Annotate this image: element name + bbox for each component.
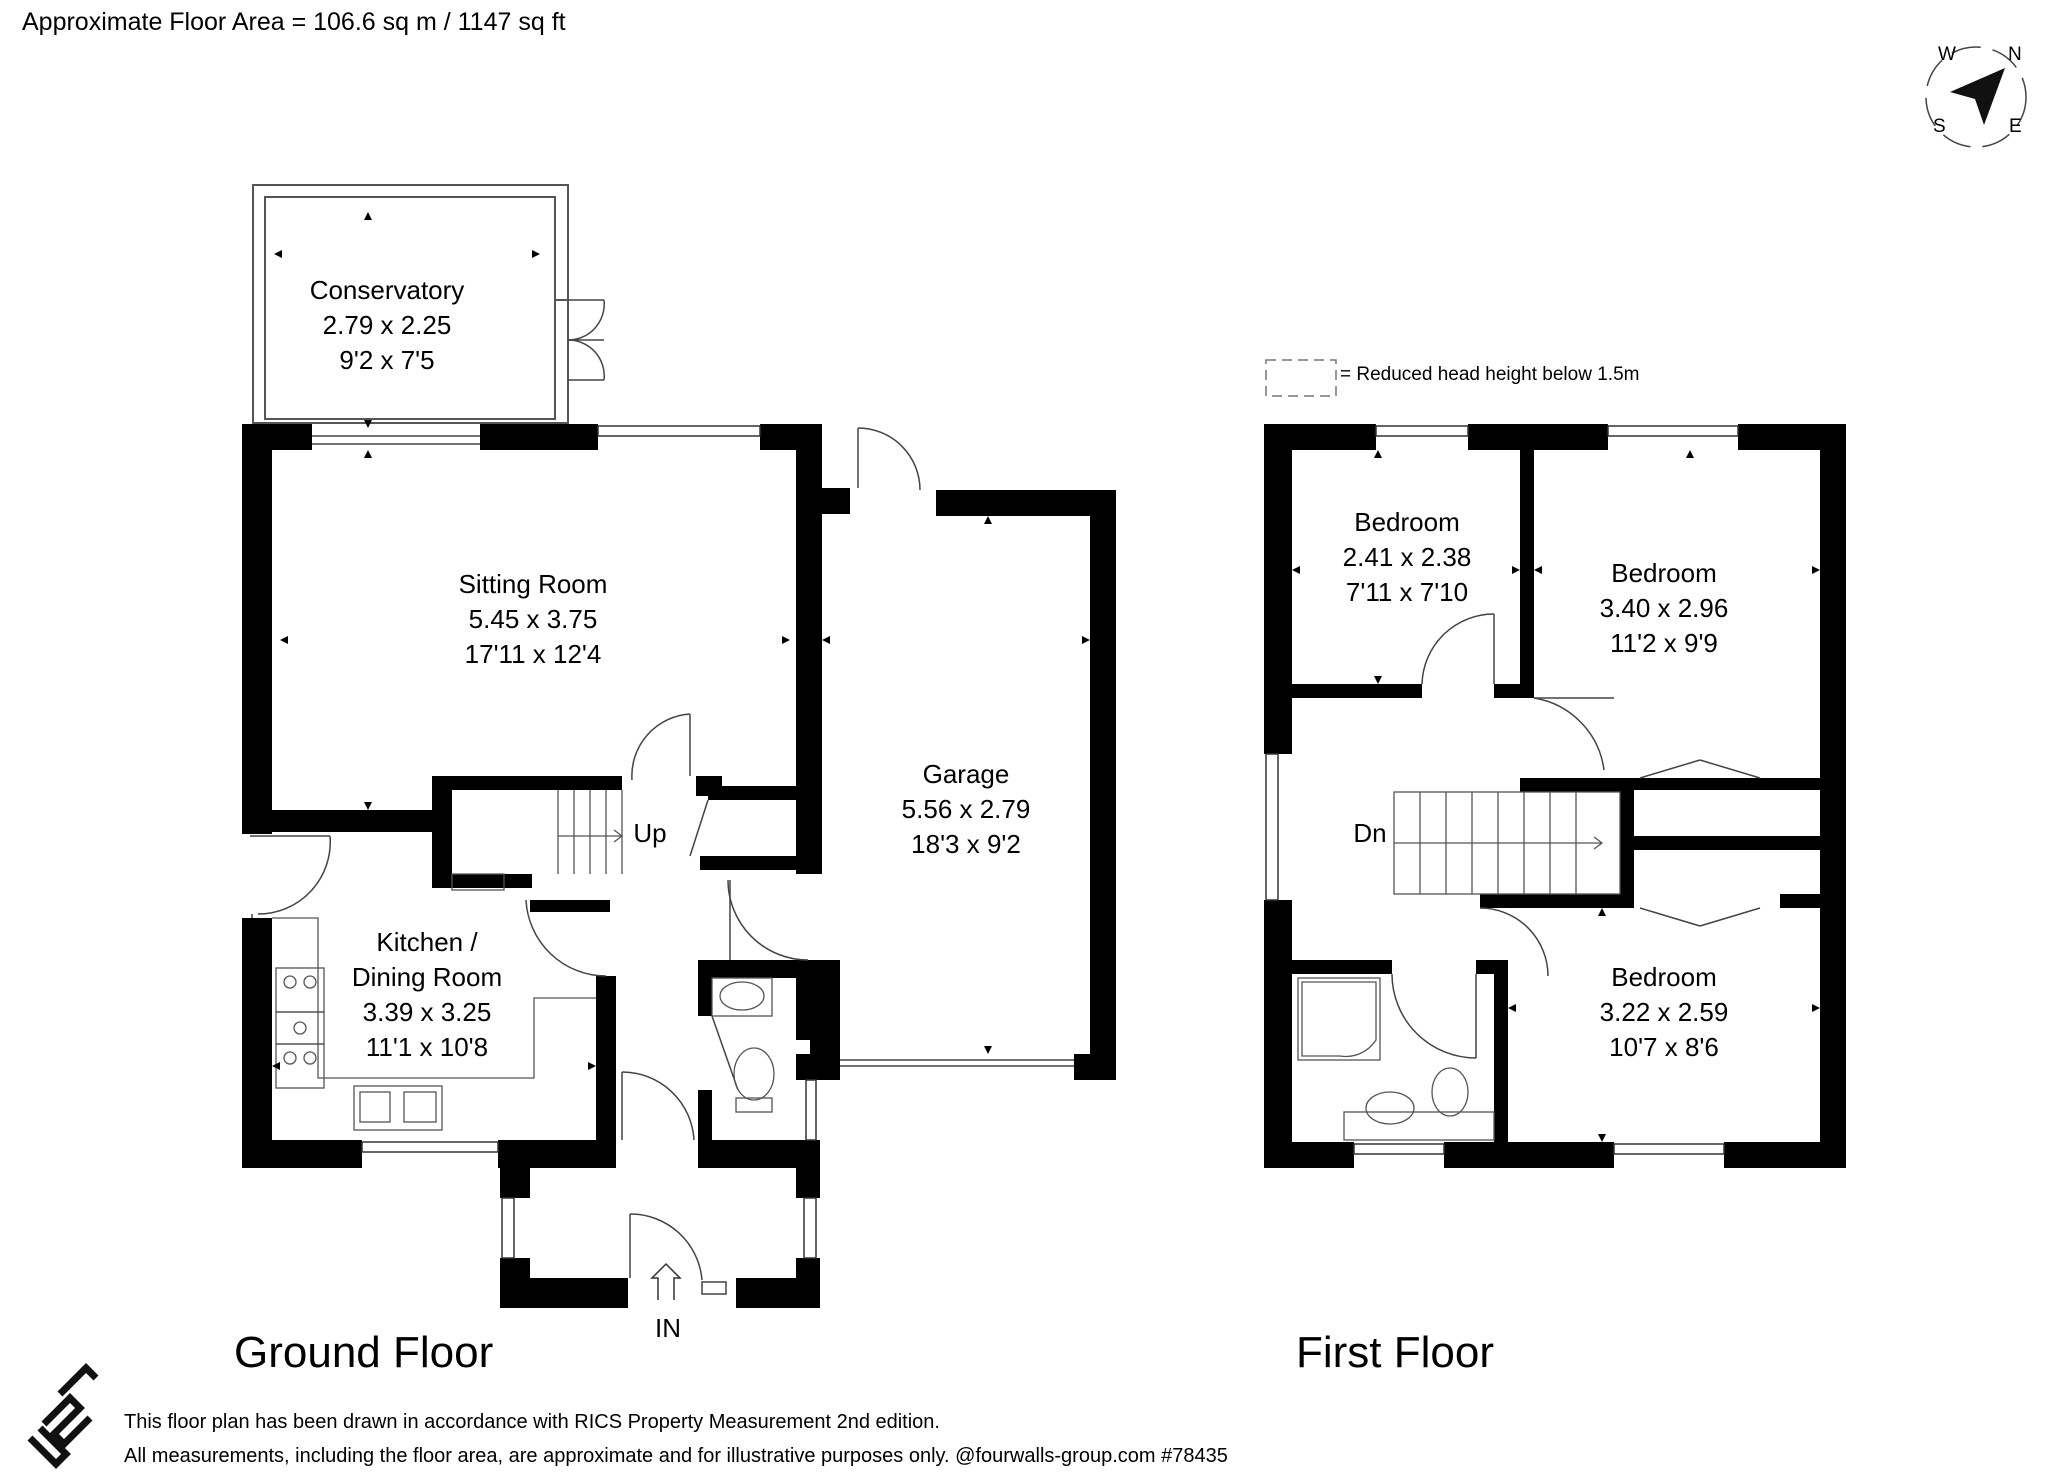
footer-line-2: All measurements, including the floor ar… [124, 1445, 1228, 1467]
compass-icon: W N S E [1925, 44, 2027, 148]
first-floor-plan: Bedroom 2.41 x 2.38 7'11 x 7'10 Bedroom … [1264, 359, 1846, 1168]
ground-floor-stairs [451, 790, 624, 891]
first-floor-measurement-markers [1292, 450, 1820, 1142]
stairs-down-label: Dn [1353, 818, 1386, 848]
compass-n: N [2008, 44, 2022, 65]
sitting-room-metric: 5.45 x 3.75 [469, 604, 598, 634]
fourwalls-logo-icon [27, 1363, 99, 1469]
conservatory-name: Conservatory [310, 275, 465, 305]
kitchen-name-line2: Dining Room [352, 962, 502, 992]
sitting-room-name: Sitting Room [459, 569, 608, 599]
bedroom-2-metric: 3.40 x 2.96 [1600, 593, 1729, 623]
bathroom-fittings [1297, 977, 1495, 1141]
kitchen-imperial: 11'1 x 10'8 [366, 1032, 488, 1062]
ground-floor-plan: Conservatory 2.79 x 2.25 9'2 x 7'5 Sitti… [242, 184, 1116, 1343]
kitchen-metric: 3.39 x 3.25 [363, 997, 492, 1027]
bedroom-1-imperial: 7'11 x 7'10 [1346, 577, 1468, 607]
bedroom-3-imperial: 10'7 x 8'6 [1609, 1032, 1719, 1062]
bedroom-3-name: Bedroom [1611, 962, 1717, 992]
bedroom-2-name: Bedroom [1611, 558, 1717, 588]
ground-floor-walls [242, 424, 1116, 1308]
compass-w: W [1938, 44, 1956, 65]
conservatory-frame [252, 184, 569, 424]
sliding-door [312, 435, 480, 445]
bedroom-3-metric: 3.22 x 2.59 [1600, 997, 1729, 1027]
bedroom-1-metric: 2.41 x 2.38 [1343, 542, 1472, 572]
compass-e: E [2009, 116, 2022, 137]
conservatory-doors [567, 299, 605, 381]
garage-name: Garage [923, 759, 1010, 789]
garage-imperial: 18'3 x 9'2 [911, 829, 1021, 859]
entrance-label: IN [655, 1313, 681, 1343]
bedroom-2-imperial: 11'2 x 9'9 [1610, 628, 1718, 658]
first-floor-walls [1264, 424, 1846, 1168]
legend-text: = Reduced head height below 1.5m [1340, 364, 1640, 385]
conservatory-imperial: 9'2 x 7'5 [339, 345, 434, 375]
garage-metric: 5.56 x 2.79 [902, 794, 1031, 824]
ground-floor-title: Ground Floor [234, 1328, 494, 1377]
kitchen-name-line1: Kitchen / [376, 927, 478, 957]
floor-area-text: Approximate Floor Area = 106.6 sq m / 11… [22, 8, 566, 36]
first-floor-stairs [1393, 791, 1621, 895]
conservatory-metric: 2.79 x 2.25 [323, 310, 452, 340]
ground-floor-doors [250, 427, 1074, 1295]
ground-floor-windows [361, 425, 817, 1259]
stairs-up-label: Up [633, 818, 666, 848]
footer-line-1: This floor plan has been drawn in accord… [124, 1411, 940, 1433]
sitting-room-imperial: 17'11 x 12'4 [465, 639, 602, 669]
compass-s: S [1933, 116, 1946, 137]
first-floor-windows [1265, 425, 1739, 1155]
first-floor-title: First Floor [1296, 1328, 1494, 1377]
legend-dashed-box [1265, 359, 1337, 397]
bedroom-1-name: Bedroom [1354, 507, 1460, 537]
measurement-markers [272, 212, 1090, 1070]
entrance-arrow-icon [650, 1262, 682, 1300]
first-floor-doors [1391, 613, 1761, 1059]
